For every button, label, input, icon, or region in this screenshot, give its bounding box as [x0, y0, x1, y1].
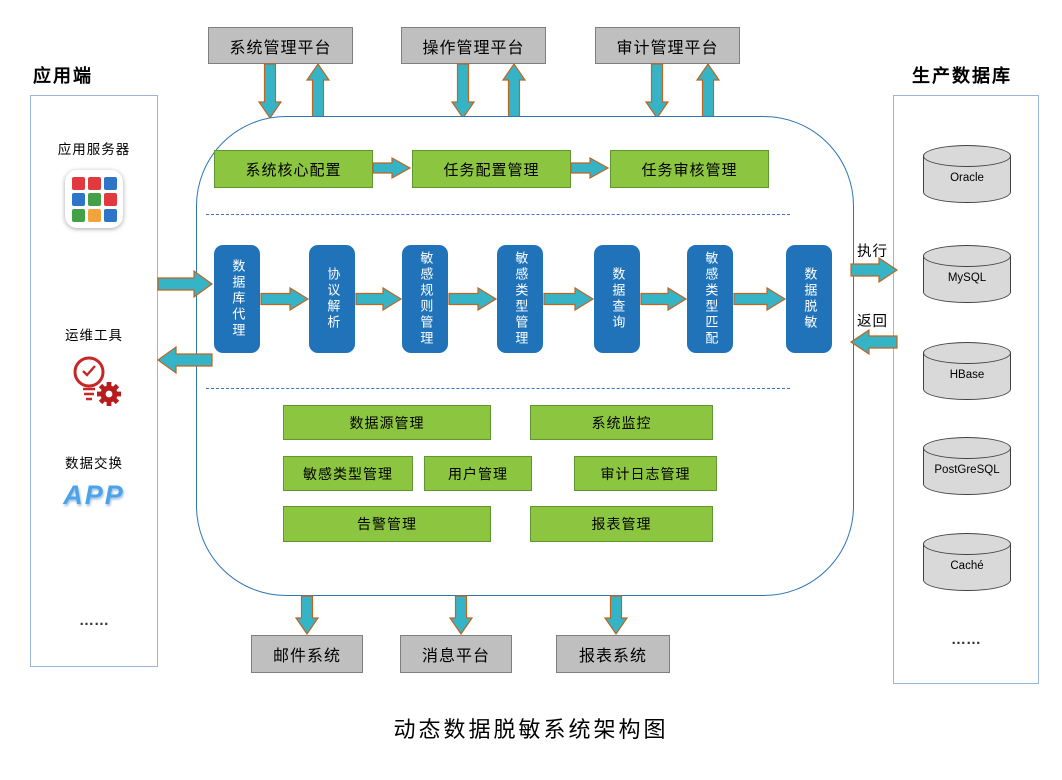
- arrow-operation-platform-down: [450, 63, 476, 120]
- arrow-pipeline-2: [355, 286, 403, 312]
- arrow-pipeline-5: [640, 286, 688, 312]
- database-mysql-label: MySQL: [947, 272, 987, 285]
- arrow-execute: [850, 256, 899, 284]
- database-postgresql: PostGreSQL: [922, 437, 1012, 495]
- platform-system-management: 系统管理平台: [208, 27, 353, 64]
- pipe-data-query-label: 数据查询: [610, 267, 626, 331]
- database-oracle-label: Oracle: [950, 172, 984, 185]
- arrow-audit-platform-up: [695, 62, 721, 119]
- arrow-config-flow-2: [570, 156, 610, 180]
- database-cache: Caché: [922, 533, 1012, 591]
- pipe-sensitive-type-management: 敏感类型管理: [497, 245, 543, 353]
- box-datasource-management: 数据源管理: [283, 405, 491, 440]
- pipe-data-masking: 数据脱敏: [786, 245, 832, 353]
- production-database-panel: Oracle MySQL HBase PostGreSQL Caché ……: [893, 95, 1039, 684]
- pipe-database-proxy: 数据库代理: [214, 245, 260, 353]
- pipe-data-query: 数据查询: [594, 245, 640, 353]
- pipe-sensitive-type-matching-label: 敏感类型匹配: [703, 251, 719, 347]
- database-postgresql-label: PostGreSQL: [934, 464, 1000, 477]
- arrow-return: [849, 328, 898, 356]
- pipe-protocol-parsing: 协议解析: [309, 245, 355, 353]
- arrow-to-mail-system: [294, 595, 320, 636]
- left-panel-title: 应用端: [33, 66, 93, 86]
- application-panel: 应用服务器 运维工具 数据交换 APP ……: [30, 95, 158, 667]
- box-report-management: 报表管理: [530, 506, 713, 542]
- box-user-management: 用户管理: [424, 456, 532, 491]
- box-audit-log-management: 审计日志管理: [574, 456, 717, 491]
- bulb-gear-icon: [73, 356, 121, 406]
- system-mail: 邮件系统: [251, 635, 363, 673]
- arrow-app-to-core: [157, 269, 214, 299]
- box-system-core-config: 系统核心配置: [214, 150, 373, 188]
- arrow-pipeline-6: [733, 286, 787, 312]
- box-alert-management: 告警管理: [283, 506, 491, 542]
- right-panel-more: ……: [951, 631, 981, 648]
- database-mysql: MySQL: [922, 245, 1012, 303]
- arrow-operation-platform-up: [501, 62, 527, 119]
- arrow-system-platform-up: [305, 62, 331, 119]
- app-wordmark: APP: [63, 480, 125, 510]
- dashed-divider-top: [206, 214, 790, 215]
- app-grid-icon: [65, 170, 123, 228]
- pipe-sensitive-rule-management: 敏感规则管理: [402, 245, 448, 353]
- app-server-label: 应用服务器: [57, 142, 131, 157]
- execute-label: 执行: [857, 244, 888, 260]
- pipe-sensitive-type-matching: 敏感类型匹配: [687, 245, 733, 353]
- pipe-sensitive-type-management-label: 敏感类型管理: [513, 251, 529, 347]
- left-panel-more: ……: [79, 612, 109, 629]
- arrow-pipeline-1: [260, 286, 310, 312]
- right-panel-title: 生产数据库: [912, 66, 1012, 86]
- box-system-monitoring: 系统监控: [530, 405, 713, 440]
- diagram-title: 动态数据脱敏系统架构图: [393, 717, 669, 742]
- arrow-core-to-app: [156, 345, 213, 375]
- dashed-divider-bottom: [206, 388, 790, 389]
- pipe-sensitive-rule-management-label: 敏感规则管理: [418, 251, 434, 347]
- arrow-to-report-system: [603, 595, 629, 636]
- system-report: 报表系统: [556, 635, 670, 673]
- arrow-system-platform-down: [257, 63, 283, 120]
- return-label: 返回: [857, 314, 888, 330]
- arrow-to-message-platform: [448, 595, 474, 636]
- arrow-audit-platform-down: [644, 63, 670, 120]
- box-task-audit-management: 任务审核管理: [610, 150, 769, 188]
- database-cache-label: Caché: [950, 560, 984, 573]
- database-oracle: Oracle: [922, 145, 1012, 203]
- ops-tools-label: 运维工具: [65, 328, 123, 343]
- arrow-config-flow-1: [372, 156, 412, 180]
- system-message-platform: 消息平台: [400, 635, 512, 673]
- database-hbase-label: HBase: [949, 369, 985, 382]
- platform-operation-management: 操作管理平台: [401, 27, 546, 64]
- arrow-pipeline-3: [448, 286, 498, 312]
- arrow-pipeline-4: [543, 286, 595, 312]
- platform-audit-management: 审计管理平台: [595, 27, 740, 64]
- box-sensitive-type-management: 敏感类型管理: [283, 456, 413, 491]
- pipe-protocol-parsing-label: 协议解析: [325, 267, 341, 331]
- data-exchange-label: 数据交换: [65, 456, 123, 471]
- box-task-config-management: 任务配置管理: [412, 150, 571, 188]
- pipe-database-proxy-label: 数据库代理: [230, 259, 246, 339]
- pipe-data-masking-label: 数据脱敏: [802, 267, 818, 331]
- database-hbase: HBase: [922, 342, 1012, 400]
